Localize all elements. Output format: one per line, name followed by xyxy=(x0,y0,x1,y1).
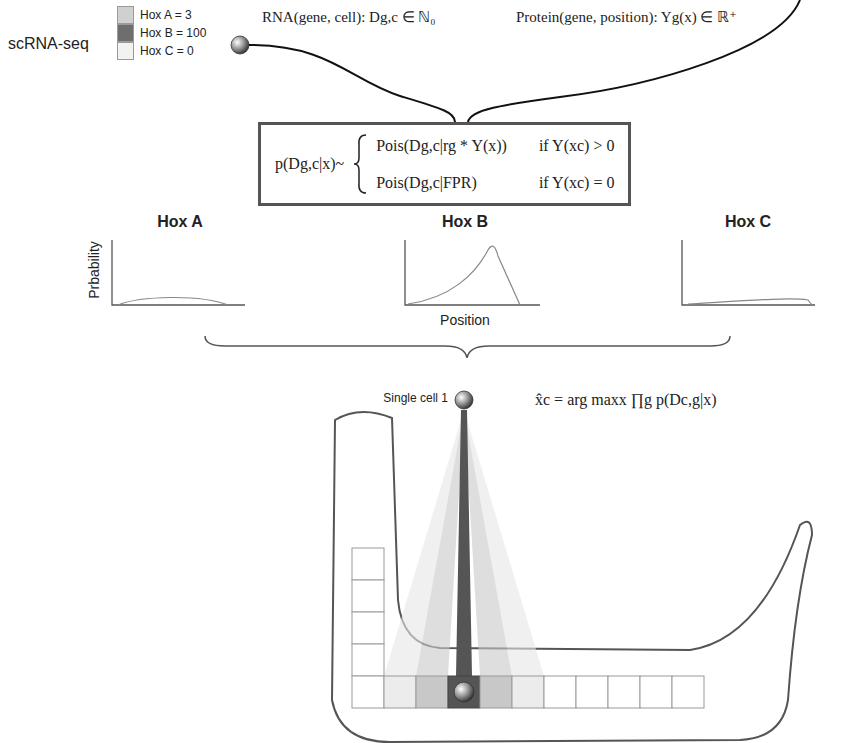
cell-sphere xyxy=(455,391,473,409)
formula-label: RNA(gene, cell): Dg,c ∈ ℕ₀ xyxy=(262,8,436,26)
beam xyxy=(456,410,472,676)
legend-text: Hox C = 0 xyxy=(140,44,194,58)
case-brace xyxy=(352,133,368,195)
density-curve xyxy=(688,299,812,305)
axis-label: Prbability xyxy=(86,241,103,299)
density-curve xyxy=(118,297,228,305)
segment-square xyxy=(352,580,384,612)
formula-box: p(Dg,c|x)~ Pois(Dg,c|rg * Y(x)) if Y(xc) >… xyxy=(258,122,631,206)
legend: Hox A = 3 Hox B = 100Hox C = 0 xyxy=(117,6,206,60)
brace xyxy=(205,336,730,358)
segment-square xyxy=(544,676,576,708)
legend-swatch xyxy=(117,24,134,42)
method-label: scRNA-seq xyxy=(8,34,89,53)
beam xyxy=(464,410,544,676)
join-curve xyxy=(249,45,455,122)
segment-square xyxy=(352,612,384,644)
formula-label: Protein(gene, position): Yg(x) ∈ ℝ⁺ xyxy=(516,8,737,26)
embryo-outline xyxy=(332,412,812,742)
cell-label: Single cell 1 xyxy=(383,391,448,405)
segment-square xyxy=(416,676,448,708)
segment-square xyxy=(352,676,384,708)
join-curve xyxy=(468,0,800,122)
segment-square xyxy=(448,676,480,708)
legend-text: Hox B = 100 xyxy=(140,26,206,40)
plot-title: Hox C xyxy=(725,212,771,231)
cell-sphere xyxy=(231,36,249,54)
plot-title: Hox B xyxy=(442,212,488,231)
segment-square xyxy=(352,644,384,676)
beam xyxy=(384,410,464,676)
legend-row: Hox B = 100 xyxy=(117,24,206,42)
plot-axes xyxy=(112,240,245,305)
formula-case: Pois(Dg,c|FPR) xyxy=(376,174,507,192)
legend-swatch xyxy=(117,6,134,24)
plot-axes xyxy=(405,240,540,305)
legend-row: Hox C = 0 xyxy=(117,42,206,60)
segment-square xyxy=(608,676,640,708)
formula-case: Pois(Dg,c|rg * Y(x)) xyxy=(376,137,507,155)
formula-condition: if Y(xc) > 0 xyxy=(515,137,615,155)
plot-axes xyxy=(682,240,815,305)
legend-swatch xyxy=(117,42,134,60)
plot-title: Hox A xyxy=(157,212,203,231)
density-curve xyxy=(408,246,520,305)
segment-square xyxy=(640,676,672,708)
segment-square xyxy=(672,676,704,708)
legend-text: Hox A = 3 xyxy=(140,8,192,22)
formula-condition: if Y(xc) = 0 xyxy=(515,174,615,192)
segment-square xyxy=(512,676,544,708)
cell-sphere xyxy=(454,682,474,702)
formula-label: x̂c = arg maxx ∏g p(Dc,g|x) xyxy=(535,390,717,409)
case-brace xyxy=(354,135,366,193)
segment-square xyxy=(480,676,512,708)
segment-square xyxy=(352,548,384,580)
legend-row: Hox A = 3 xyxy=(117,6,206,24)
formula-lhs: p(Dg,c|x)~ xyxy=(275,155,344,173)
segment-square xyxy=(576,676,608,708)
axis-label: Position xyxy=(440,312,490,329)
segment-square xyxy=(384,676,416,708)
